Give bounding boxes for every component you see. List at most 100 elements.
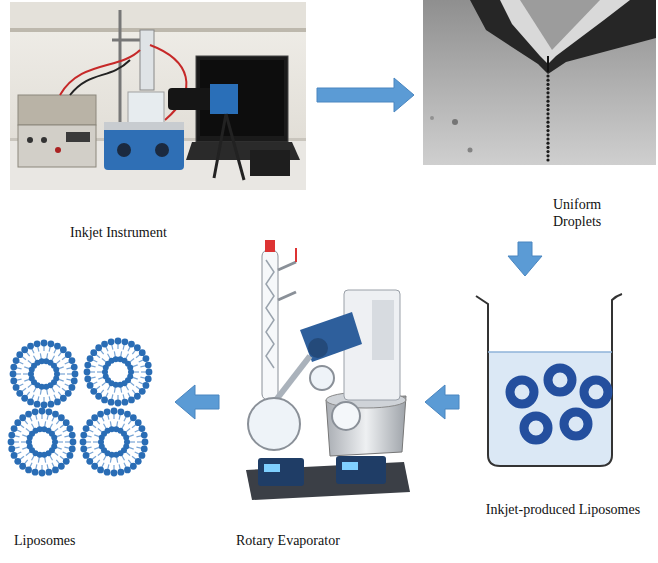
lipid-head — [143, 355, 150, 362]
lipid-head — [121, 338, 128, 345]
droplet — [546, 158, 549, 161]
lipid-head — [104, 408, 111, 415]
vesicle-ring — [510, 368, 608, 440]
lipid-head — [115, 338, 122, 345]
lipid-head — [16, 390, 23, 397]
rotary-evaporator-part — [332, 402, 360, 430]
lipid-head — [60, 346, 67, 353]
lipid-head — [63, 458, 70, 465]
lipid-head — [8, 445, 15, 452]
lipid-head — [101, 397, 108, 404]
stage-caption: Inkjet Instrument — [70, 224, 230, 241]
lab-photo-part — [104, 122, 184, 130]
droplet — [546, 74, 549, 77]
lipid-head — [69, 384, 76, 391]
lipid-head — [135, 458, 142, 465]
droplet — [546, 108, 549, 111]
lipid-head — [53, 367, 59, 373]
lipid-head — [19, 414, 26, 421]
lipid-head — [143, 382, 150, 389]
droplet — [546, 142, 549, 145]
lipid-head — [47, 401, 54, 408]
lipid-head — [14, 419, 21, 426]
beaker-part — [488, 352, 612, 466]
lipid-head — [91, 463, 98, 470]
droplet-photo-part — [500, 0, 630, 64]
lipid-head — [52, 411, 59, 418]
vesicle-ring-part — [584, 380, 608, 404]
lipid-head — [83, 452, 90, 459]
lipid-head — [139, 349, 146, 356]
lab-photo — [10, 2, 306, 190]
flow-arrow — [175, 385, 219, 419]
vesicle-ring-part — [548, 368, 572, 392]
lipid-head — [134, 344, 141, 351]
lab-photo-part — [250, 150, 290, 176]
lipid-head — [14, 458, 21, 465]
lipid-head — [80, 439, 87, 446]
lipid-head — [41, 402, 48, 409]
lipid-head — [128, 341, 135, 348]
rotary-evaporator-part — [258, 458, 304, 486]
lipid-head — [71, 364, 78, 371]
process-stage: Rotary Evaporator — [228, 236, 416, 556]
lab-photo-part — [226, 114, 244, 180]
lipid-head — [135, 419, 142, 426]
rotary-evaporator-part — [262, 250, 278, 400]
beaker — [476, 294, 622, 466]
lipid-head — [10, 371, 17, 378]
lipid-head — [90, 349, 97, 356]
lab-photo-part — [18, 95, 96, 125]
rotary-evaporator-part — [310, 366, 334, 390]
lipid-head — [71, 377, 78, 384]
vesicle-ring-part — [524, 416, 548, 440]
lipid-head — [70, 439, 77, 446]
stage-caption: Liposomes — [14, 532, 144, 549]
lab-photo-part — [155, 143, 169, 157]
rotary-evaporator-part — [372, 300, 394, 360]
lipid-head — [69, 357, 76, 364]
droplet-photo-part — [430, 116, 434, 120]
lipid-head — [63, 419, 70, 426]
rotary-evaporator-part — [266, 260, 274, 368]
droplet — [546, 121, 549, 124]
lipid-head — [54, 399, 61, 406]
lipid-head — [130, 463, 137, 470]
droplet-photo-part — [423, 0, 656, 165]
rotary-evaporator-part — [264, 464, 280, 472]
lipid-head — [91, 414, 98, 421]
lipid-head — [87, 382, 94, 389]
stage-caption: Inkjet-produced Liposomes — [483, 501, 643, 518]
lipid-head — [8, 439, 15, 446]
liposome — [10, 340, 79, 409]
lipid-head — [97, 467, 104, 474]
lipid-head — [65, 390, 72, 397]
droplet-photo-part — [547, 56, 549, 72]
lipid-head — [141, 432, 148, 439]
droplet — [546, 112, 549, 115]
lipid-head — [69, 445, 76, 452]
rotary-evaporator-part — [265, 240, 275, 252]
lipid-head — [16, 351, 23, 358]
lipid-head — [97, 411, 104, 418]
lab-photo-part — [117, 143, 131, 157]
process-stage: Uniform Droplets — [423, 0, 656, 233]
lipid-head — [117, 469, 124, 476]
lipid-head — [104, 469, 111, 476]
lab-photo-part — [210, 84, 238, 114]
lipid-head — [25, 467, 32, 474]
droplet — [546, 150, 549, 153]
lipid-head — [117, 408, 124, 415]
lipid-head — [80, 432, 87, 439]
droplet — [546, 100, 549, 103]
droplet-photo-part — [452, 119, 458, 125]
lipid-head — [86, 458, 93, 465]
lab-photo-part — [55, 147, 61, 153]
lipid-head — [139, 452, 146, 459]
lab-photo-part — [200, 60, 284, 136]
droplet-photo-part — [520, 0, 600, 50]
lipid-head — [101, 341, 108, 348]
lipid-head — [39, 408, 46, 415]
droplet — [546, 79, 549, 82]
lipid-head — [39, 470, 46, 477]
